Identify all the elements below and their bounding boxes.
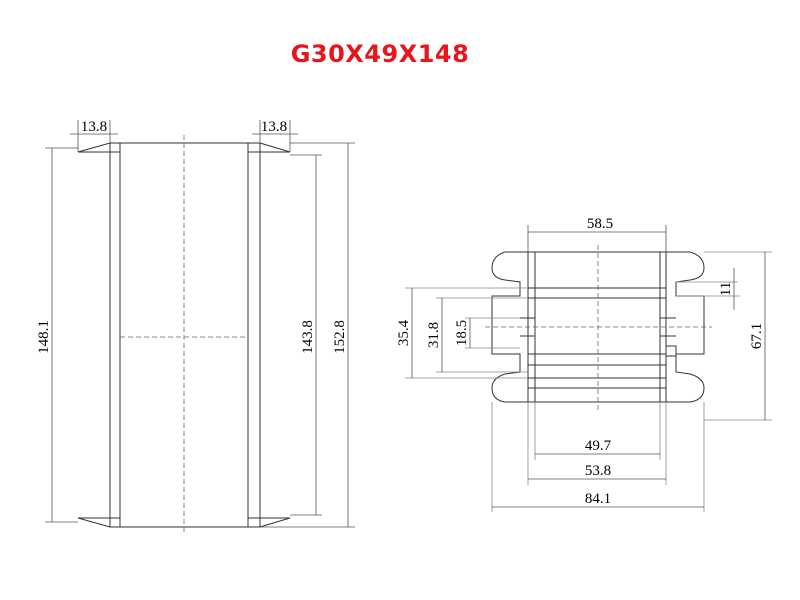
dim-w1: 49.7 [585, 438, 612, 454]
dim-height-inner: 143.8 [300, 320, 316, 354]
dim-w3: 84.1 [585, 491, 611, 507]
end-view: 58.5 11 67.1 [396, 216, 772, 512]
drawing-title: G30X49X148 [290, 40, 470, 68]
dim-flange-right: 13.8 [261, 119, 287, 135]
dim-flange-left: 13.8 [81, 119, 107, 135]
bottom-right-flange [247, 517, 291, 528]
top-left-flange [77, 142, 121, 153]
dim-height-total: 152.8 [332, 320, 348, 354]
dim-slot: 11 [718, 282, 734, 296]
bobbin-body-outline [109, 142, 261, 528]
top-right-flange [247, 142, 291, 153]
dim-h2: 31.8 [426, 322, 442, 348]
front-view: 13.8 13.8 148.1 143.8 152.8 [36, 119, 355, 535]
dim-w2: 53.8 [585, 463, 611, 479]
bottom-left-flange [77, 517, 121, 528]
right-flange-profile [666, 251, 705, 403]
dim-h1: 35.4 [396, 319, 412, 346]
left-flange-profile [491, 251, 528, 403]
dim-height-left: 148.1 [36, 320, 52, 354]
dim-h3: 18.5 [454, 320, 470, 346]
dim-total-height: 67.1 [749, 323, 765, 349]
dim-top-width: 58.5 [587, 216, 613, 232]
